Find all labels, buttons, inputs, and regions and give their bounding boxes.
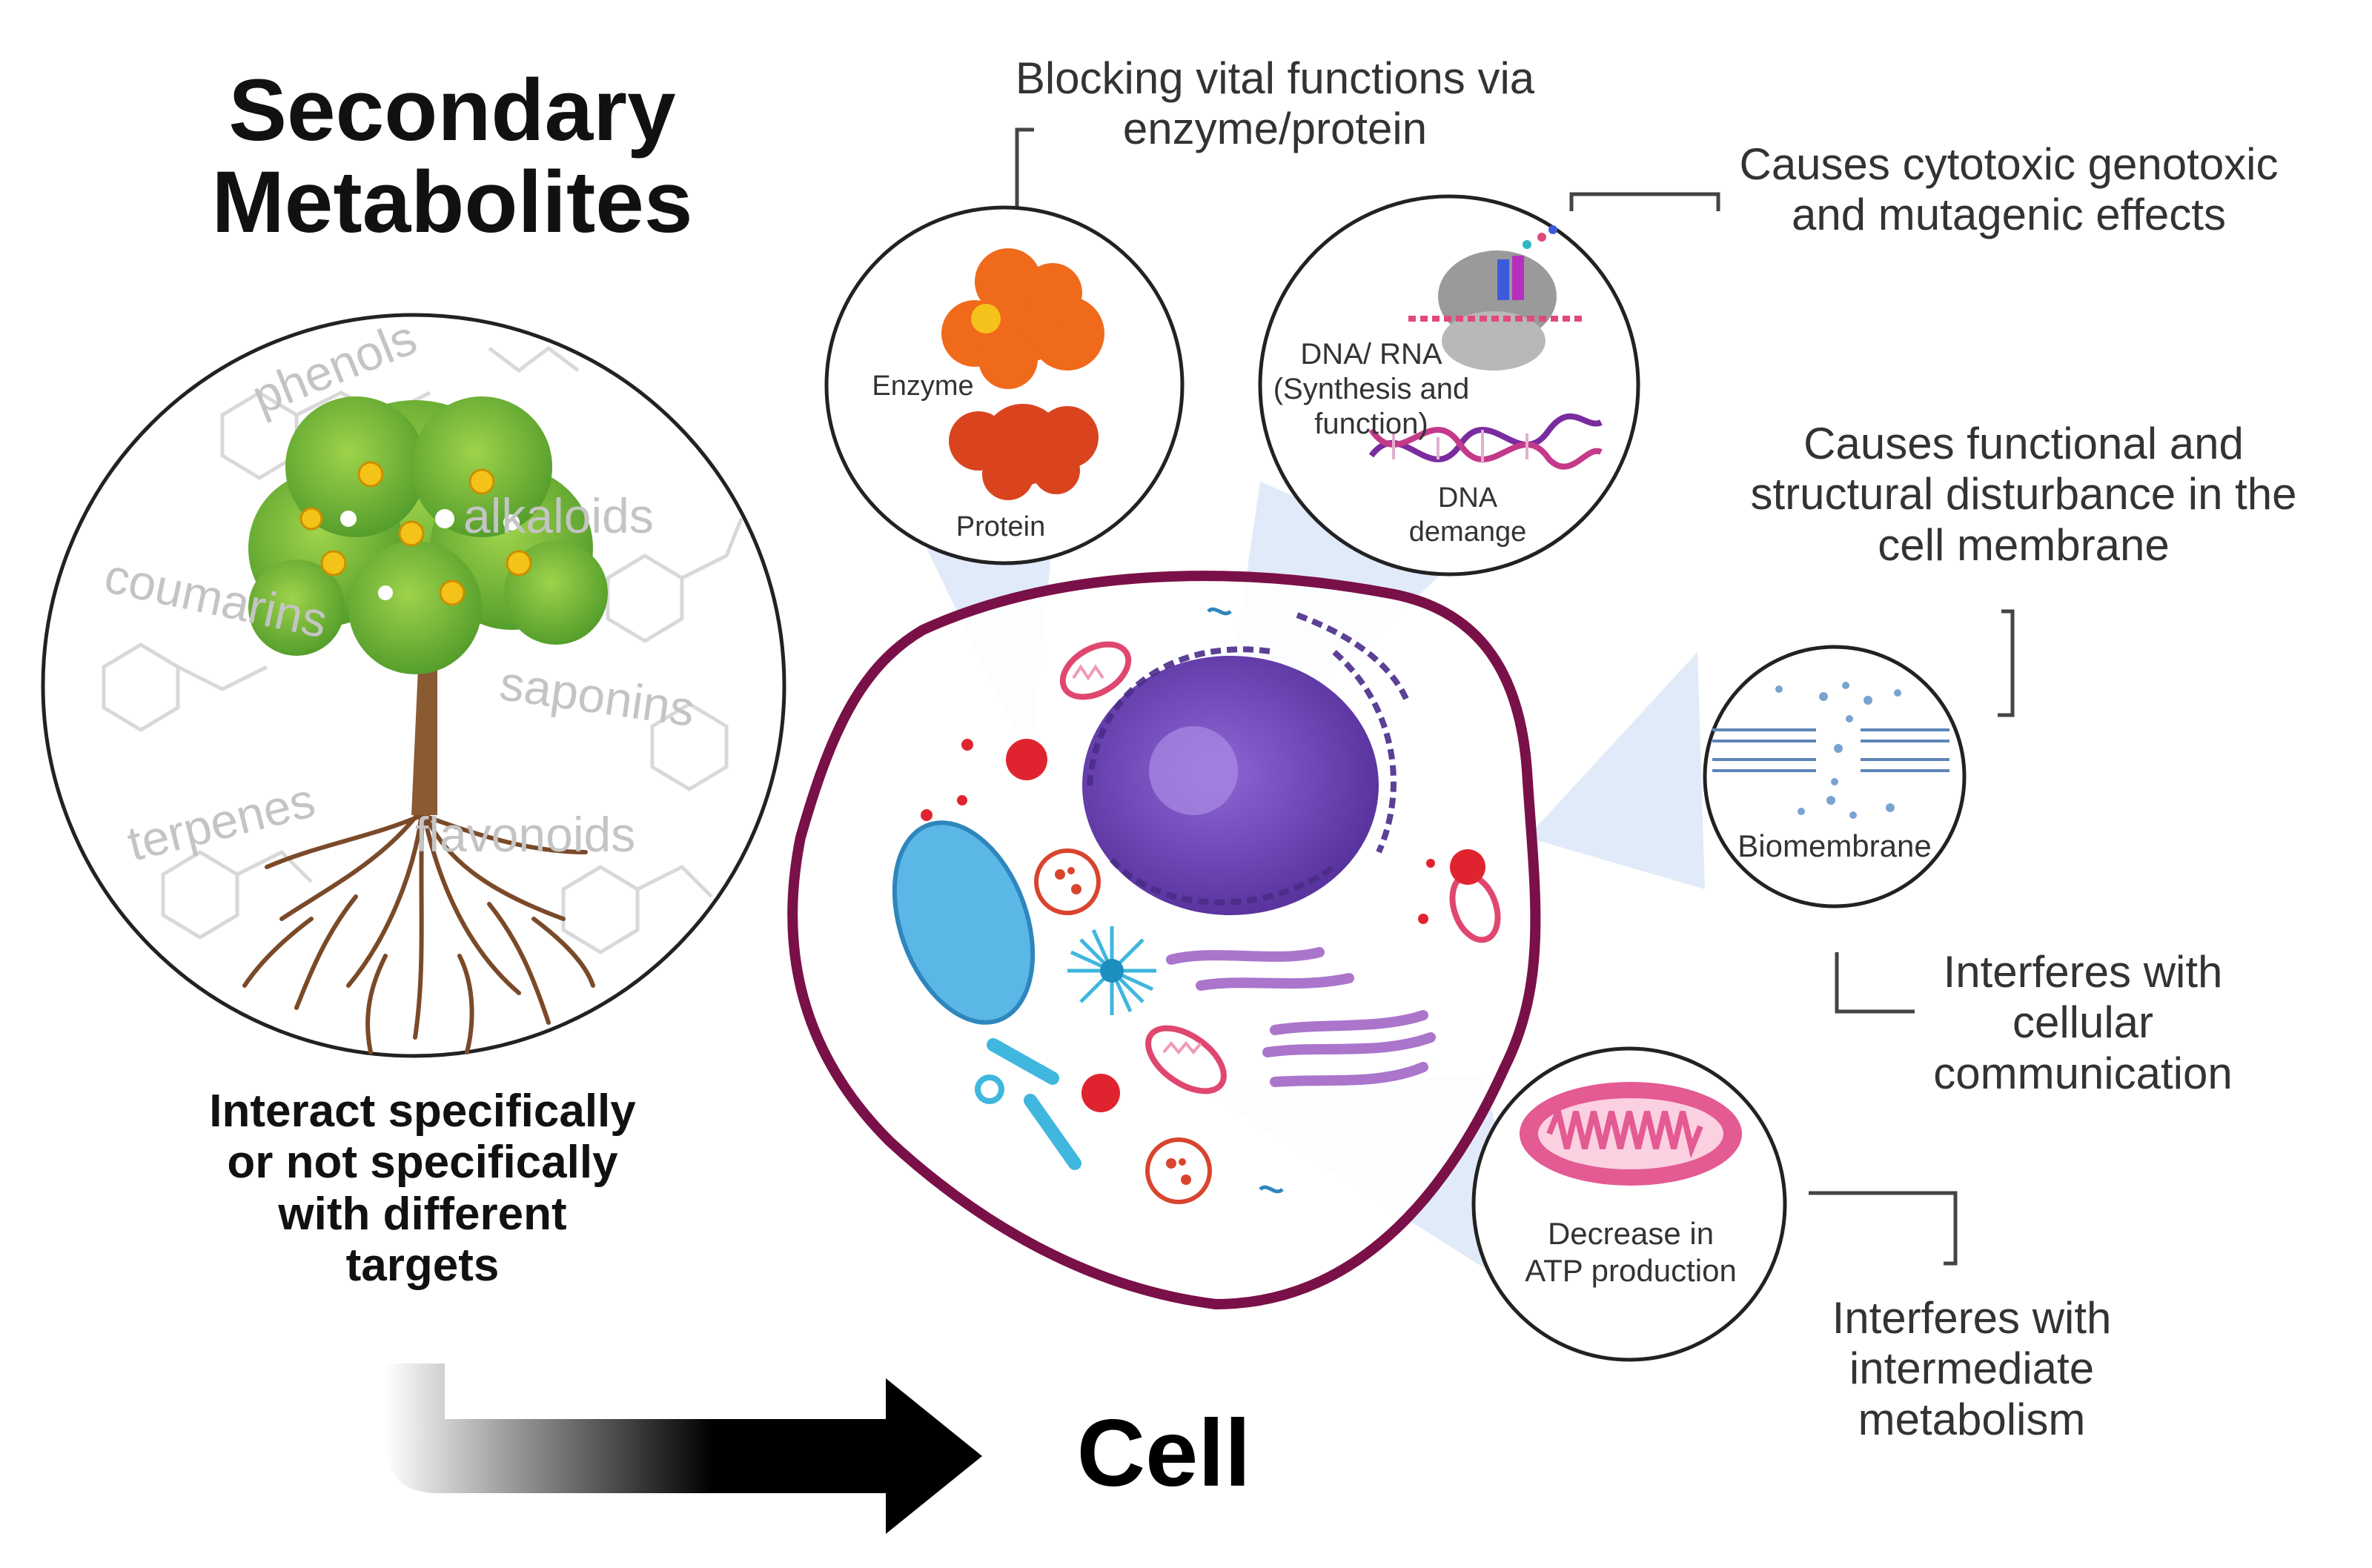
arrow-to-cell	[385, 1363, 982, 1534]
label-enzyme: Enzyme	[872, 371, 974, 402]
chemical-structures	[102, 345, 743, 954]
main-title-line-2: Metabolites	[211, 153, 693, 251]
tree-fruits	[299, 461, 532, 606]
connector-metabolism	[1809, 1191, 1958, 1266]
mitochondria-circle	[1471, 1046, 1787, 1362]
note-dna: Causes cytotoxic genotoxic and mutagenic…	[1675, 139, 2342, 241]
enzyme-shape	[941, 248, 1104, 389]
note-dna-line-2: and mutagenic effects	[1792, 190, 2226, 240]
label-biomembrane: Biomembrane	[1737, 828, 1932, 863]
ribosome-complex	[1408, 225, 1586, 371]
connector-dna	[1569, 192, 1720, 211]
label-protein: Protein	[955, 511, 1046, 542]
membrane-bilayer	[1712, 728, 1949, 772]
connector-communication	[1835, 952, 1915, 1014]
note-metabolism-line-2: intermediate	[1849, 1343, 2095, 1394]
label-dna-damage: DNA demange	[1394, 482, 1542, 549]
cell-organelles	[892, 607, 1501, 1204]
label-atp-line-2: ATP production	[1525, 1253, 1737, 1289]
note-metabolism-line-3: metabolism	[1858, 1394, 2086, 1444]
beam-membrane	[1527, 652, 1705, 889]
compound-flavonoids: flavonoids	[415, 807, 636, 862]
plant-caption-line-2: or not specifically	[227, 1137, 618, 1189]
plant-circle	[41, 313, 786, 1058]
main-title-line-1: Secondary	[228, 62, 676, 159]
note-communication: Interferes with cellular communication	[1875, 947, 2290, 1099]
label-dna-damage-line-2: demange	[1408, 516, 1527, 548]
note-membrane: Causes functional and structural disturb…	[1690, 419, 2357, 571]
protein-shape	[949, 404, 1099, 500]
plant-caption: Interact specifically or not specificall…	[141, 1086, 704, 1292]
label-dna-rna-line-3: function)	[1314, 408, 1428, 441]
cell-label: Cell	[1076, 1401, 1251, 1506]
label-atp-line-1: Decrease in	[1547, 1216, 1715, 1251]
biomembrane-circle	[1703, 645, 1967, 908]
label-atp: Decrease in ATP production	[1505, 1215, 1757, 1290]
plant-caption-line-4: targets	[345, 1240, 500, 1292]
note-dna-line-1: Causes cytotoxic genotoxic	[1739, 139, 2279, 189]
plant-caption-line-1: Interact specifically	[209, 1086, 636, 1137]
label-dna-rna: DNA/ RNA (Synthesis and function)	[1260, 337, 1482, 442]
tree-flowers	[340, 509, 520, 600]
dna-circle	[1258, 194, 1640, 577]
note-membrane-line-1: Causes functional and	[1803, 419, 2244, 468]
note-membrane-line-2: structural disturbance in the	[1750, 469, 2297, 519]
vesicle-2	[1145, 1137, 1212, 1204]
enzyme-protein-circle	[824, 205, 1185, 565]
dna-helix	[1368, 413, 1603, 470]
note-metabolism: Interferes with intermediate metabolism	[1764, 1293, 2179, 1445]
note-enzyme-protein: Blocking vital functions via enzyme/prot…	[927, 53, 1623, 155]
tree-roots	[242, 805, 595, 1054]
note-enzyme-protein-line-1: Blocking vital functions via	[1015, 53, 1535, 103]
mitochondrion-bottom	[1145, 1025, 1227, 1094]
vesicle-1	[1034, 848, 1101, 915]
vacuole	[892, 820, 1036, 1025]
note-membrane-line-3: cell membrane	[1878, 519, 2170, 570]
connector-enzyme	[1015, 127, 1034, 215]
connector-membrane	[1998, 609, 2015, 717]
plant-caption-line-3: with different	[278, 1188, 567, 1240]
label-dna-damage-line-1: DNA	[1437, 482, 1498, 514]
note-communication-line-2: cellular	[2012, 997, 2154, 1048]
label-dna-rna-line-2: (Synthesis and	[1273, 373, 1470, 406]
note-enzyme-protein-line-2: enzyme/protein	[1122, 104, 1428, 154]
note-communication-line-1: Interferes with	[1943, 947, 2223, 997]
note-communication-line-3: communication	[1933, 1048, 2233, 1098]
connector-lines	[1015, 127, 2015, 1266]
main-title: Secondary Metabolites	[141, 62, 763, 251]
label-dna-rna-line-1: DNA/ RNA	[1300, 338, 1442, 371]
mitochondrion-top	[1059, 641, 1132, 700]
compound-alkaloids: alkaloids	[463, 488, 654, 543]
note-metabolism-line-1: Interferes with	[1832, 1293, 2112, 1343]
